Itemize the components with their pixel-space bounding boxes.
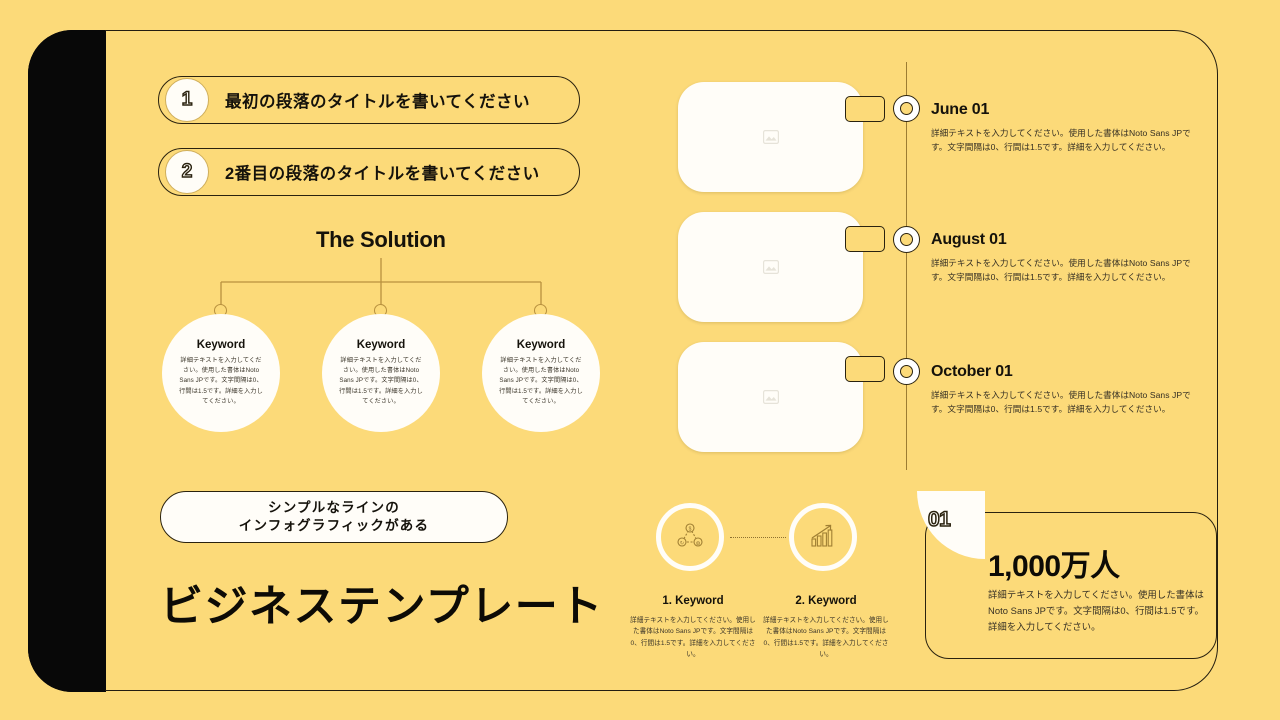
paragraph-number-2: 2 [165, 150, 209, 194]
timeline-title: August 01 [931, 231, 1007, 248]
keyword-title: Keyword [516, 339, 566, 352]
image-card-tab-2 [845, 226, 885, 252]
stat-value: 1,000万人 [988, 550, 1120, 583]
tagline-pill: シンプルなラインの インフォグラフィックがある [160, 491, 508, 543]
stat-body: 詳細テキストを入力してください。使用した書体はNoto Sans JPです。文字… [988, 589, 1204, 633]
svg-text:$: $ [689, 527, 692, 533]
timeline-title: October 01 [931, 363, 1013, 380]
svg-text:↻: ↻ [680, 540, 684, 546]
solution-connector-lines [220, 258, 542, 310]
side-panel-overlay [28, 30, 105, 692]
timeline-marker-1[interactable] [893, 95, 920, 122]
paragraph-pill-2[interactable]: 2 2番目の段落のタイトルを書いてください [158, 148, 580, 196]
timeline-body: 詳細テキストを入力してください。使用した書体はNoto Sans JPです。文字… [931, 390, 1191, 414]
timeline-entry-1: June 01 詳細テキストを入力してください。使用した書体はNoto Sans… [931, 101, 1199, 155]
icon-ring-2[interactable] [789, 503, 857, 571]
keyword-title: Keyword [196, 339, 246, 352]
solution-keyword-circle-3[interactable]: Keyword 詳細テキストを入力してください。使用した書体はNoto Sans… [482, 314, 600, 432]
solution-heading: The Solution [316, 227, 446, 252]
timeline-axis [906, 62, 908, 470]
timeline-title: June 01 [931, 101, 990, 118]
image-card-tab-1 [845, 96, 885, 122]
paragraph-label-1: 最初の段落のタイトルを書いてください [225, 93, 531, 111]
timeline-marker-2[interactable] [893, 226, 920, 253]
timeline-entry-3: October 01 詳細テキストを入力してください。使用した書体はNoto S… [931, 363, 1199, 417]
timeline-body: 詳細テキストを入力してください。使用した書体はNoto Sans JPです。文字… [931, 258, 1191, 282]
keyword-body: 詳細テキストを入力してください。使用した書体はNoto Sans JPです。文字… [339, 357, 423, 405]
image-card-2[interactable] [678, 212, 863, 322]
tagline-line-2: インフォグラフィックがある [238, 518, 430, 533]
image-placeholder-icon [762, 130, 779, 144]
solution-keyword-circle-1[interactable]: Keyword 詳細テキストを入力してください。使用した書体はNoto Sans… [162, 314, 280, 432]
image-placeholder-icon [762, 260, 779, 274]
timeline-body: 詳細テキストを入力してください。使用した書体はNoto Sans JPです。文字… [931, 128, 1191, 152]
growth-bar-chart-icon [811, 524, 833, 547]
icon-connector-dotted-line [730, 537, 786, 538]
cycle-network-icon: $ ↻ ◍ [677, 523, 703, 547]
timeline-marker-3[interactable] [893, 358, 920, 385]
image-placeholder-icon [762, 390, 779, 404]
icon-keyword-body-2: 詳細テキストを入力してください。使用した書体はNoto Sans JPです。文字… [763, 617, 889, 658]
keyword-title: Keyword [356, 339, 406, 352]
image-card-3[interactable] [678, 342, 863, 452]
main-title: ビジネステンプレート [160, 583, 604, 631]
paragraph-label-2: 2番目の段落のタイトルを書いてください [225, 165, 540, 183]
icon-keyword-body-1: 詳細テキストを入力してください。使用した書体はNoto Sans JPです。文字… [630, 617, 756, 658]
paragraph-number-1: 1 [165, 78, 209, 122]
icon-keyword-title-2: 2. Keyword [795, 595, 857, 607]
tagline-line-1: シンプルなラインの [268, 499, 400, 515]
icon-ring-1[interactable]: $ ↻ ◍ [656, 503, 724, 571]
icon-keyword-title-1: 1. Keyword [662, 595, 724, 607]
stat-card[interactable] [925, 512, 1217, 659]
image-card-tab-3 [845, 356, 885, 382]
paragraph-pill-1[interactable]: 1 最初の段落のタイトルを書いてください [158, 76, 580, 124]
timeline-entry-2: August 01 詳細テキストを入力してください。使用した書体はNoto Sa… [931, 231, 1199, 285]
keyword-body: 詳細テキストを入力してください。使用した書体はNoto Sans JPです。文字… [179, 357, 263, 405]
image-card-1[interactable] [678, 82, 863, 192]
keyword-body: 詳細テキストを入力してください。使用した書体はNoto Sans JPです。文字… [499, 357, 583, 405]
svg-text:◍: ◍ [696, 540, 701, 546]
stat-badge-number: 01 [927, 507, 951, 532]
solution-keyword-circle-2[interactable]: Keyword 詳細テキストを入力してください。使用した書体はNoto Sans… [322, 314, 440, 432]
